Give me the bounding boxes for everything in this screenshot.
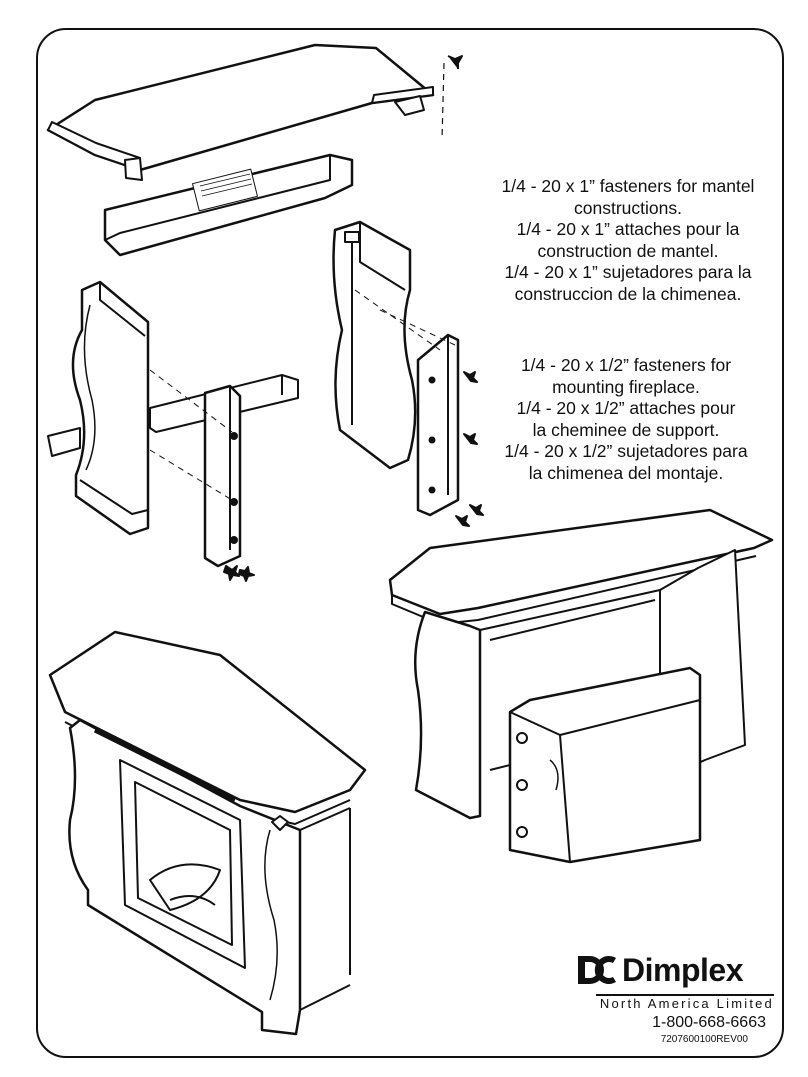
sheet-border <box>36 28 784 1058</box>
brand-subtitle: North America Limited <box>599 996 774 1011</box>
note-line: 1/4 - 20 x 1” sujetadores para la <box>504 262 752 282</box>
document-code: 7207600100REV00 <box>660 1034 748 1045</box>
note-line: construccion de la chimenea. <box>514 283 742 304</box>
brand-logo: Dimplex <box>574 951 774 991</box>
screw-icon <box>447 55 463 69</box>
firebox-insert <box>508 666 702 864</box>
mantel-top <box>46 43 435 181</box>
note-mantel-fasteners: 1/4 - 20 x 1” fasteners for mantel const… <box>478 176 778 305</box>
note-line: construction de mantel. <box>537 240 719 261</box>
right-leg <box>332 220 417 470</box>
phone-number: 1-800-668-6663 <box>652 1014 766 1031</box>
left-leg <box>71 280 150 536</box>
brand-name: Dimplex <box>622 952 743 988</box>
note-line: 1/4 - 20 x 1/2” attaches pour <box>516 398 736 418</box>
dimplex-logo-icon <box>578 956 616 984</box>
note-line: 1/4 - 20 x 1” fasteners for mantel <box>501 176 755 196</box>
right-bracket <box>416 333 460 517</box>
note-line: mounting fireplace. <box>552 376 700 397</box>
note-line: la cheminee de support. <box>532 419 720 440</box>
note-fireplace-fasteners: 1/4 - 20 x 1/2” fasteners for mounting f… <box>486 355 766 484</box>
note-line: la chimenea del montaje. <box>528 462 724 483</box>
header-beam <box>103 153 354 257</box>
left-bracket <box>203 384 242 568</box>
note-line: 1/4 - 20 x 1/2” sujetadores para <box>504 441 748 461</box>
assembled-fireplace <box>48 630 367 1036</box>
note-line: constructions. <box>574 197 682 218</box>
note-line: 1/4 - 20 x 1/2” fasteners for <box>520 355 732 375</box>
brand-divider <box>596 994 774 996</box>
note-line: 1/4 - 20 x 1” attaches pour la <box>516 219 740 239</box>
